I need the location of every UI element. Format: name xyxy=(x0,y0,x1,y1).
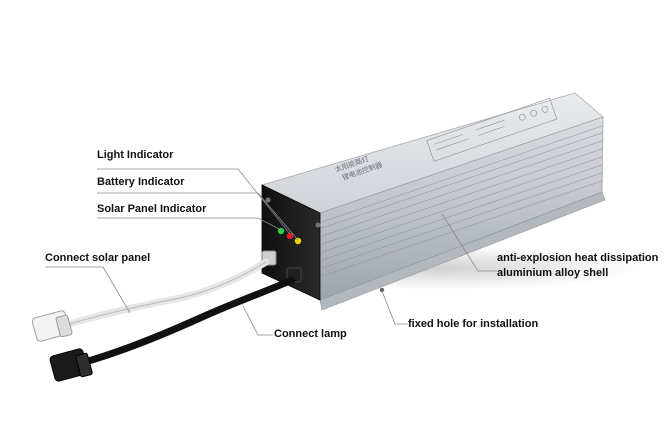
shell-label-line1: anti-explosion heat dissipation xyxy=(497,252,659,264)
cap-screw xyxy=(315,222,321,228)
light-indicator-label: Light Indicator xyxy=(97,149,174,161)
mounting-flange xyxy=(319,191,606,311)
fixed-hole-label: fixed hole for installation xyxy=(408,318,539,330)
lamp-connector-ring xyxy=(75,352,93,378)
heat-fins xyxy=(321,125,603,277)
cap-screw xyxy=(265,197,271,203)
battery-indicator-label: Battery Indicator xyxy=(97,176,185,188)
light-indicator-led xyxy=(294,237,302,245)
leader-lines xyxy=(45,168,497,336)
solar-panel-cable-edge xyxy=(69,261,267,325)
battery-indicator-led xyxy=(286,232,294,240)
solar-panel-indicator-label: Solar Panel Indicator xyxy=(97,203,207,215)
connect-lamp-label: Connect lamp xyxy=(274,328,347,340)
connect-solar-panel-label: Connect solar panel xyxy=(45,252,151,264)
mounting-hole xyxy=(379,287,385,293)
solar-panel-cable xyxy=(66,258,270,328)
spec-panel xyxy=(426,97,558,162)
solar-connector-ring xyxy=(55,314,73,338)
lamp-cable xyxy=(81,276,296,366)
end-cap xyxy=(261,184,321,301)
shell-label-line2: aluminium alloy shell xyxy=(497,267,609,279)
